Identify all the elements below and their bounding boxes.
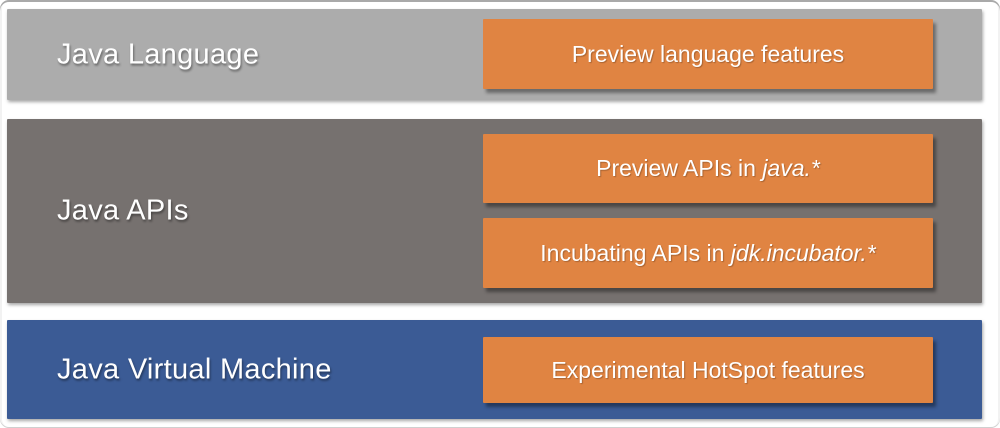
preview-language-features-button: Preview language features	[483, 19, 933, 89]
band-label-java-virtual-machine: Java Virtual Machine	[57, 353, 332, 385]
button-text: Experimental HotSpot features	[551, 356, 865, 383]
experimental-hotspot-features-button: Experimental HotSpot features	[483, 337, 933, 403]
preview-apis-button: Preview APIs in java.*	[483, 134, 933, 203]
button-text: Incubating APIs in	[540, 239, 731, 266]
incubating-apis-button: Incubating APIs in jdk.incubator.*	[483, 218, 933, 288]
band-label-java-apis: Java APIs	[57, 194, 189, 227]
band-java-apis: Java APIs Preview APIs in java.* Incubat…	[7, 119, 982, 303]
band-java-language: Java Language Preview language features	[7, 9, 982, 100]
band-java-virtual-machine: Java Virtual Machine Experimental HotSpo…	[7, 320, 982, 419]
button-text: Preview APIs in	[596, 155, 763, 181]
button-text-italic: jdk.incubator.*	[730, 239, 876, 266]
band-label-java-language: Java Language	[57, 38, 260, 70]
button-text-italic: java.*	[762, 155, 820, 181]
button-text: Preview language features	[571, 40, 845, 67]
